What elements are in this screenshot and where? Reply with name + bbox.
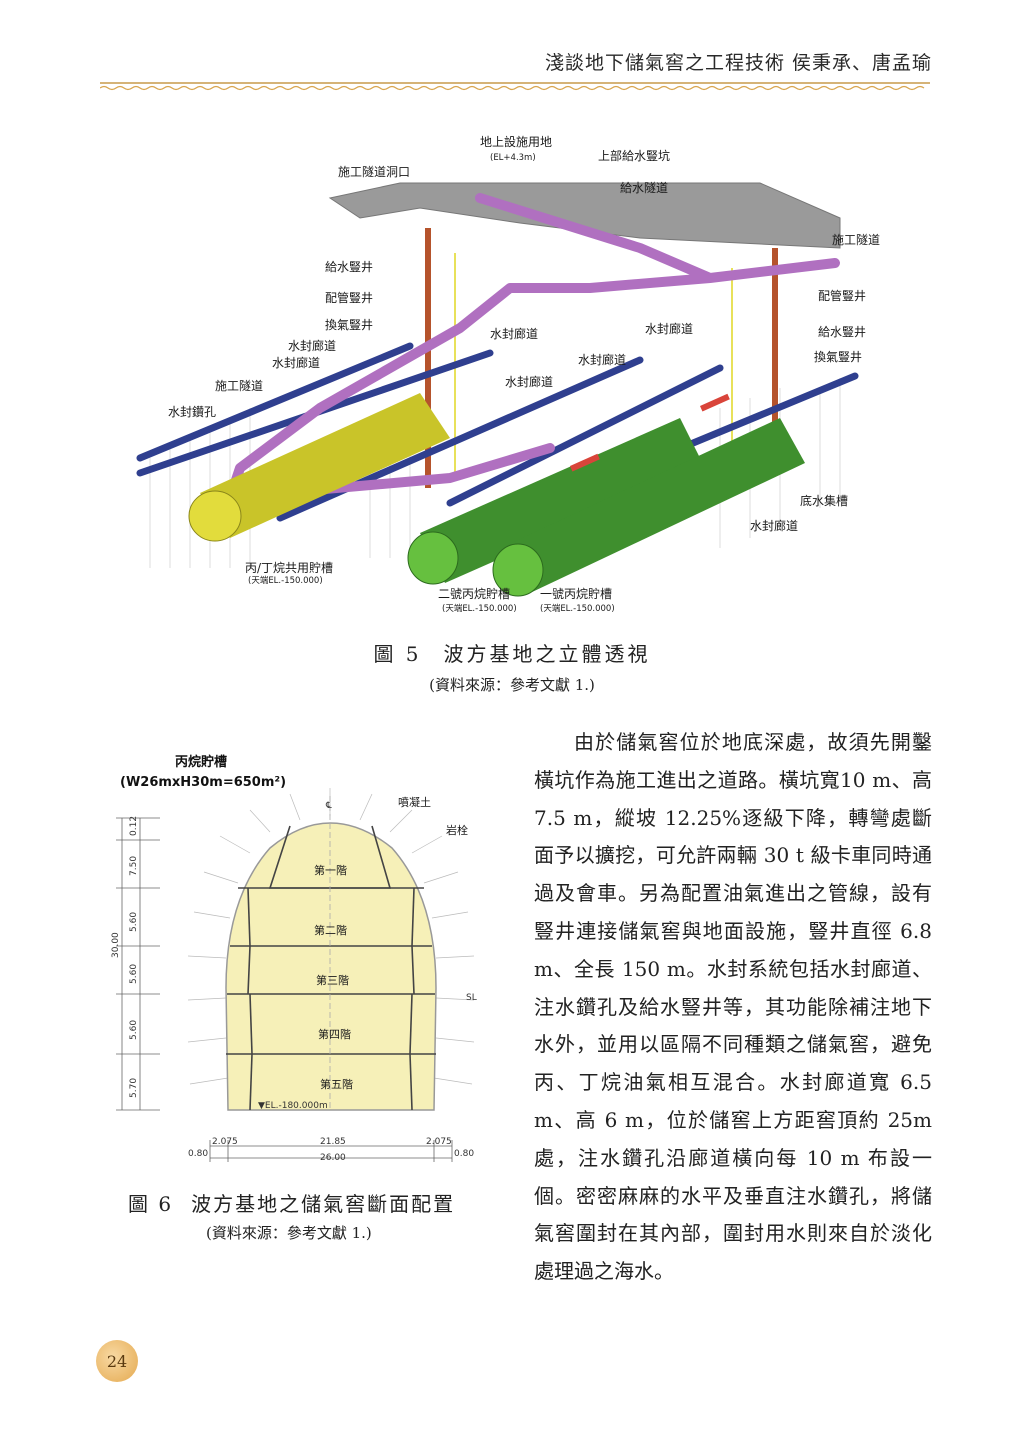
fig6-dim-edge-right: 0.80 [454, 1149, 474, 1159]
label-ground-facility: 地上設施用地 [480, 134, 552, 149]
label-gallery-right: 水封廊道 [750, 518, 798, 533]
tank-one [492, 418, 805, 597]
label-construction-tunnel-right: 施工隧道 [832, 232, 880, 247]
label-upper-supply-pit: 上部給水豎坑 [598, 148, 670, 163]
label-supply-shaft-right: 給水豎井 [818, 325, 866, 339]
fig6-sl-label: SL [466, 993, 477, 1003]
label-tank-shared-el: (天端EL.-150.000) [248, 575, 323, 586]
label-piping-shaft-left: 配管豎井 [325, 290, 373, 305]
label-gallery-c4: 水封廊道 [505, 374, 553, 389]
body-text: 由於儲氣窖位於地底深處，故須先開鑿橫坑作為施工進出之道路。橫坑寬10 m、高 7… [534, 724, 932, 1291]
label-tank-shared: 丙/丁烷共用貯槽 [245, 561, 333, 575]
label-water-supply-tunnel: 給水隧道 [620, 180, 668, 195]
label-sump: 底水集槽 [800, 493, 848, 508]
label-supply-shaft-left: 給水豎井 [325, 260, 373, 274]
fig6-shotcrete-label: 噴凝土 [398, 795, 431, 809]
label-tank-one: 一號丙烷貯槽 [540, 587, 612, 601]
label-piping-shaft-right: 配管豎井 [818, 288, 866, 303]
figure-5-title: 波方基地之立體透視 [443, 642, 651, 666]
fig6-dim-4: 5.60 [129, 1020, 139, 1040]
figure-5-source: (資料來源：參考文獻 1.) [429, 676, 595, 694]
bottom-dimension-line [209, 1140, 453, 1162]
construction-tunnel [230, 193, 840, 498]
fig6-bolt-label: 岩栓 [446, 823, 468, 837]
label-gallery-c3: 水封廊道 [578, 352, 626, 367]
fig6-tier-5: 第五階 [320, 1077, 353, 1091]
ground-surface [328, 182, 841, 249]
figure-6-cross-section: 丙烷貯槽 (W26mxH30m=650m²) ℄ 噴凝土 岩栓 SL 第一階 第… [111, 754, 477, 1163]
rock-bolts [187, 788, 475, 1085]
tank-two [407, 418, 705, 585]
figure-6-source: (資料來源：參考文獻 1.) [206, 1224, 372, 1242]
label-tank-two-el: (天端EL.-150.000) [442, 603, 517, 614]
fig6-dim-1: 7.50 [129, 856, 139, 876]
fig6-tier-3: 第三階 [316, 973, 349, 987]
figure-5-number: 圖 5 [373, 642, 422, 666]
label-construction-portal: 施工隧道洞口 [338, 164, 410, 179]
fig6-dim-edge-left: 0.80 [188, 1149, 208, 1159]
fig6-dim-left: 2.075 [212, 1137, 238, 1147]
fig6-dim-right: 2.075 [426, 1137, 452, 1147]
fig6-dim-2: 5.60 [129, 912, 139, 932]
fig6-total-height: 30.00 [111, 932, 121, 958]
fig6-dim-total: 26.00 [320, 1153, 346, 1163]
shaft-right [772, 248, 778, 448]
figure-6-title: 波方基地之儲氣窖斷面配置 [191, 1192, 456, 1216]
label-ground-el: (EL+4.3m) [490, 153, 536, 163]
fig6-tier-4: 第四階 [318, 1027, 351, 1041]
label-gallery-c1: 水封廊道 [490, 326, 538, 341]
fig6-dim-5: 5.70 [129, 1078, 139, 1098]
label-tank-two: 二號丙烷貯槽 [438, 587, 510, 601]
fig6-subtitle: (W26mxH30m=650m²) [120, 775, 286, 790]
fig6-bottom-el: ▼EL.-180.000m [258, 1101, 328, 1111]
fig6-dim-3: 5.60 [129, 964, 139, 984]
shaft-left [425, 228, 431, 488]
header-rule [100, 82, 930, 91]
label-water-gallery-2: 水封廊道 [272, 355, 320, 370]
label-vent-shaft-left: 換氣豎井 [325, 318, 373, 332]
figure-6-number: 圖 6 [128, 1192, 174, 1216]
label-water-gallery-1: 水封廊道 [288, 338, 336, 353]
page-number: 24 [96, 1340, 138, 1382]
left-dimension-line [116, 817, 160, 1111]
label-construction-tunnel-left: 施工隧道 [215, 378, 263, 393]
label-tank-one-el: (天端EL.-150.000) [540, 603, 615, 614]
figure-5-perspective-diagram: 地上設施用地 (EL+4.3m) 上部給水豎坑 施工隧道洞口 給水隧道 施工隧道… [136, 134, 880, 614]
body-paragraph: 由於儲氣窖位於地底深處，故須先開鑿橫坑作為施工進出之道路。橫坑寬10 m、高 7… [534, 730, 932, 1284]
fig6-dim-mid: 21.85 [320, 1137, 346, 1147]
label-vent-shaft-right: 換氣豎井 [814, 350, 862, 364]
figure-6-caption: 圖 6 波方基地之儲氣窖斷面配置 [128, 1188, 455, 1217]
fig6-dim-0: 0.12 [129, 816, 139, 836]
fig6-centerline-label: ℄ [325, 801, 332, 811]
label-gallery-c2: 水封廊道 [645, 321, 693, 336]
cavern-outline [225, 822, 437, 1111]
running-head: 淺談地下儲氣窖之工程技術 侯秉承、唐孟瑜 [544, 52, 932, 74]
figure-5-caption: 圖 5 波方基地之立體透視 [0, 638, 1024, 667]
sump-marks [570, 393, 730, 472]
label-water-drill-hole: 水封鑽孔 [168, 404, 216, 419]
tank-shared [188, 393, 450, 542]
fig6-tier-1: 第一階 [314, 863, 347, 877]
fig6-tier-2: 第二階 [314, 923, 347, 937]
fig6-title: 丙烷貯槽 [175, 754, 227, 770]
